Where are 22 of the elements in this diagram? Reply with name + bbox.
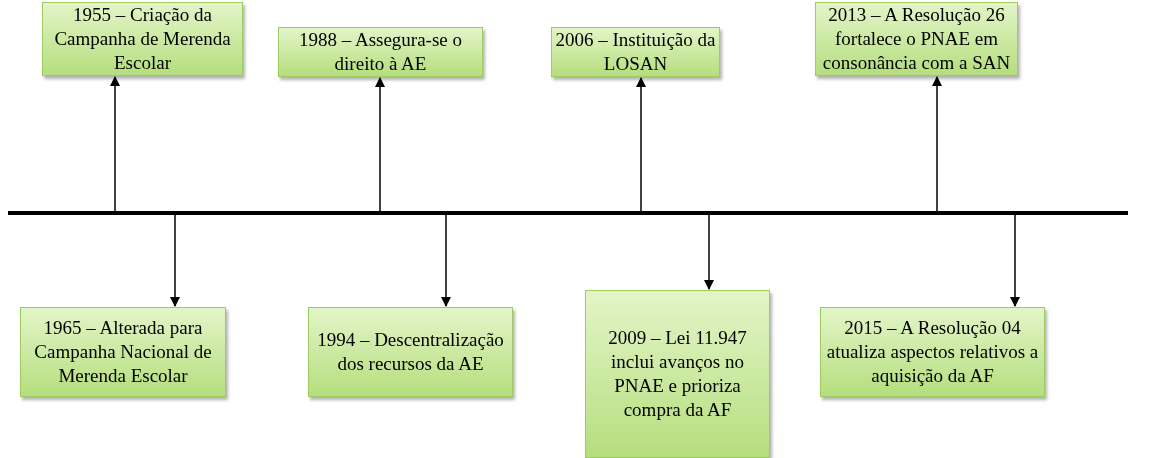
event-box [820, 307, 1045, 397]
timeline-bar [8, 211, 1128, 215]
event-box [20, 307, 226, 397]
arrow [170, 214, 180, 307]
event-text: 1965 – Alterada para Campanha Nacional de Merenda Escolar [33, 316, 213, 388]
event-box [585, 290, 770, 458]
event-text: 2015 – A Resolução 04 atualiza aspectos relativos a aquisição da AF [825, 316, 1040, 388]
event-text: 1988 – Assegura-se o direito à AE [297, 28, 464, 76]
event-text: 2013 – A Resolução 26 fortalece o PNAE em consonância com a SAN [821, 3, 1012, 75]
arrow [1010, 214, 1020, 307]
event-text: 1994 – Descentralização dos recursos da AE [316, 328, 505, 376]
arrow [375, 77, 385, 212]
event-box [308, 307, 513, 397]
event-text: 2006 – Instituição da LOSAN [555, 28, 716, 76]
arrow [932, 76, 942, 212]
arrow [636, 77, 646, 212]
arrow [704, 214, 714, 290]
event-box [278, 27, 483, 77]
arrow [110, 76, 120, 212]
event-text: 2009 – Lei 11.947 inclui avanços no PNAE e prioriza compra da AF [607, 326, 748, 422]
event-text: 1955 – Criação da Campanha de Merenda Escolar [53, 3, 232, 75]
arrow [441, 214, 451, 307]
